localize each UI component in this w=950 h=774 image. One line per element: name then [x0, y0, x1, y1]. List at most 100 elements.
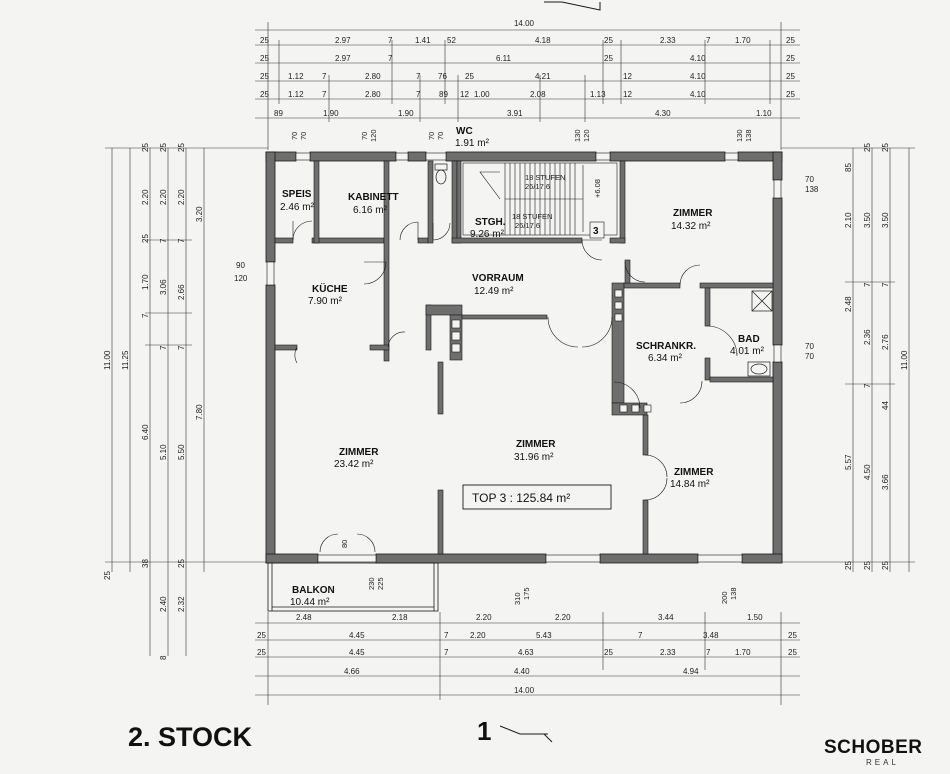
unit-label: TOP 3 : 125.84 m²: [472, 491, 570, 505]
dim-left-c3-a: 25: [177, 143, 186, 152]
dim-right-c2-c: 7: [863, 282, 872, 287]
dim-left-window-b: 120: [234, 274, 248, 283]
section-marker-bottom: 1: [477, 716, 492, 746]
dim-top-r5-e: 4.30: [655, 109, 671, 118]
open-lbl-6: 70: [436, 132, 445, 140]
dim-top-r3-b: 1.12: [288, 72, 304, 81]
dim-bot-r3-c: 7: [444, 648, 449, 657]
top-opening-labels: 70 70 70 120 70 70 130 120 130 138: [290, 129, 753, 142]
dim-bot-r2-g: 3.48: [703, 631, 719, 640]
exterior-walls: [265, 151, 783, 564]
dim-top-r5-b: 1.90: [323, 109, 339, 118]
section-line: [499, 1, 601, 743]
dim-top-total: 14.00: [514, 19, 535, 28]
stair-upper-ratio: 26/17.6: [525, 182, 550, 191]
dim-left-c2-g: 2.40: [159, 596, 168, 612]
dim-bot-r2-b: 4.45: [349, 631, 365, 640]
stair-lower-ratio: 26/17.6: [515, 221, 540, 230]
dim-top-r4-l: 4.10: [690, 90, 706, 99]
dim-top-r3-e: 7: [416, 72, 421, 81]
dim-bot-r3-f: 2.33: [660, 648, 676, 657]
floor-title: 2. STOCK: [128, 722, 253, 752]
wc-fixture: [434, 163, 448, 185]
dim-top-r3-a: 25: [260, 72, 269, 81]
bottom-opening-f: 138: [729, 587, 738, 600]
dim-top-r2-b: 2.97: [335, 54, 351, 63]
bottom-opening-e: 200: [720, 591, 729, 604]
logo-sub: REAL: [866, 758, 899, 767]
dim-right-c3-e: 44: [881, 401, 890, 410]
top-dimension-lines: [255, 22, 800, 150]
open-lbl-4: 120: [369, 129, 378, 142]
dim-top-r5-c: 1.90: [398, 109, 414, 118]
room-zimmer-c-area: 31.96 m²: [514, 452, 554, 463]
room-zimmer-c-name: ZIMMER: [516, 439, 556, 450]
dim-left-c3-d: 2.66: [177, 284, 186, 300]
dim-top-r4-f: 89: [439, 90, 448, 99]
open-lbl-9: 130: [735, 129, 744, 142]
dim-bot-r4-b: 4.40: [514, 667, 530, 676]
stove-shafts: [451, 289, 652, 413]
open-lbl-1: 70: [290, 132, 299, 140]
dim-right-c3-a: 25: [881, 143, 890, 152]
dim-bot-r2-a: 25: [257, 631, 266, 640]
dim-bot-r3-h: 1.70: [735, 648, 751, 657]
room-labels: SPEIS 2.46 m² KABINETT 6.16 m² WC 1.91 m…: [280, 126, 765, 608]
dim-left-c3-c: 7: [177, 238, 186, 243]
dim-left-window-a: 90: [236, 261, 245, 270]
dim-bot-r3-b: 4.45: [349, 648, 365, 657]
dim-top-r1-b: 2.97: [335, 36, 351, 45]
dim-right-c1-c: 2.48: [844, 296, 853, 312]
dim-top-r3-c: 7: [322, 72, 327, 81]
dim-top-r1-h: 2.33: [660, 36, 676, 45]
logo-text: SCHOBER: [824, 737, 923, 758]
room-balkon-area: 10.44 m²: [290, 597, 330, 608]
dim-bot-r2-f: 7: [638, 631, 643, 640]
open-lbl-7: 130: [573, 129, 582, 142]
dim-top-r1-i: 7: [706, 36, 711, 45]
bottom-dimension-lines: [255, 612, 800, 705]
room-kabinett-name: KABINETT: [348, 192, 399, 203]
room-kueche-name: KÜCHE: [312, 282, 348, 295]
room-zimmer-w-name: ZIMMER: [339, 447, 379, 458]
room-wc-name: WC: [456, 126, 473, 137]
balkon-opening-b: 230: [367, 577, 376, 590]
dim-left-c2-c: 7: [159, 238, 168, 243]
dim-right-c2-f: 4.50: [863, 464, 872, 480]
dim-left-c2-f: 5.10: [159, 444, 168, 460]
room-stgh-name: STGH.: [475, 217, 506, 228]
dim-top-r1-c: 7: [388, 36, 393, 45]
dim-top-r3-j: 4.10: [690, 72, 706, 81]
room-stgh-area: 9.26 m²: [470, 229, 505, 240]
dim-left-c3-f: 5.50: [177, 444, 186, 460]
dim-top-r4-a: 25: [260, 90, 269, 99]
room-schrankr-name: SCHRANKR.: [636, 341, 696, 352]
dim-left-c1-h: 25: [103, 571, 112, 580]
dim-right-c1-e: 25: [844, 561, 853, 570]
dim-top-r5-f: 1.10: [756, 109, 772, 118]
dim-top-r3-i: 12: [623, 72, 632, 81]
bottom-opening-d: 175: [522, 587, 531, 600]
stair-number: 3: [593, 226, 599, 237]
room-vorraum-name: VORRAUM: [472, 273, 524, 284]
dim-right-outer: 11.00: [900, 350, 909, 370]
dim-bot-r3-g: 7: [706, 648, 711, 657]
room-vorraum-area: 12.49 m²: [474, 286, 514, 297]
dim-top-r2-c: 7: [388, 54, 393, 63]
dim-top-r1-a: 25: [260, 36, 269, 45]
dim-right-window-d: 70: [805, 352, 814, 361]
room-bad-area: 4.01 m²: [730, 346, 765, 357]
dim-top-r2-a: 25: [260, 54, 269, 63]
dim-top-r4-c: 7: [322, 90, 327, 99]
dim-right-c1-d: 5.57: [844, 454, 853, 470]
dim-right-window-c: 70: [805, 342, 814, 351]
balcony: [267, 562, 439, 612]
dim-bot-r2-d: 2.20: [470, 631, 486, 640]
bottom-opening-c: 310: [513, 592, 522, 605]
dim-left-c1-b: 2.20: [141, 189, 150, 205]
dim-right-c1-b: 2.10: [844, 212, 853, 228]
dim-top-r1-e: 52: [447, 36, 456, 45]
stair-lower-label: 18 STUFEN: [512, 212, 552, 221]
dim-bot-r1-c: 2.20: [476, 613, 492, 622]
